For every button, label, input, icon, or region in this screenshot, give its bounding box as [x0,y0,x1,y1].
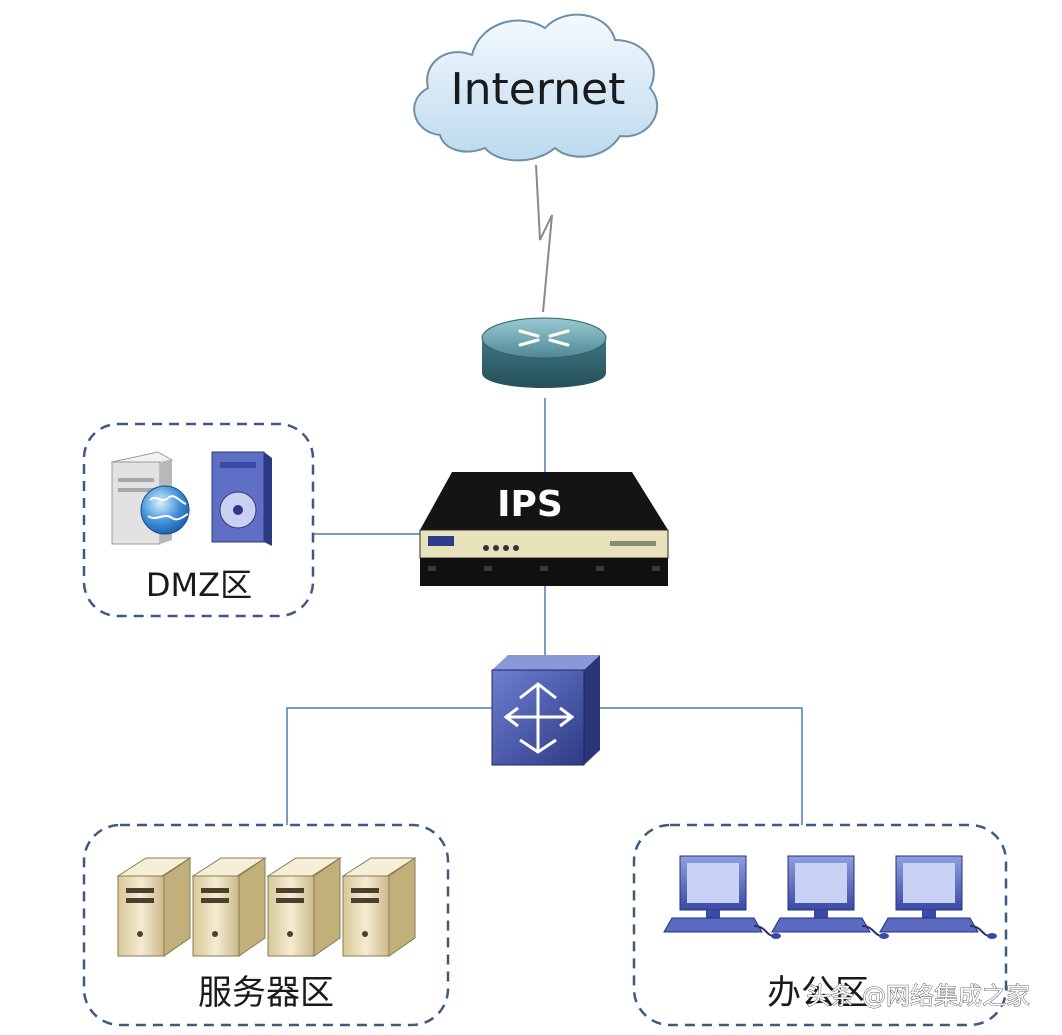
internet-cloud: Internet [413,13,659,162]
disk-server-icon [211,451,272,546]
server-icon [341,857,417,957]
office-zone-label: 办公区 [767,973,869,1013]
pc-group [663,855,997,939]
switch-icon [491,655,600,766]
lightning-link-icon [535,164,553,313]
watermark: 头条 @网络集成之家 [806,982,1030,1010]
pc-icon [663,855,781,939]
dmz-zone: DMZ区 [82,422,315,618]
office-zone: 办公区 [632,823,1008,1027]
server-icon [116,857,192,957]
server-group [116,857,417,957]
pc-icon [879,855,997,939]
link-switch-office [600,707,803,825]
link-switch-servers [286,707,495,825]
pc-icon [771,855,889,939]
server-zone-label: 服务器区 [198,973,334,1013]
server-icon [266,857,342,957]
ips-device-icon: IPS [419,472,669,586]
ips-label: IPS [497,484,563,525]
dmz-zone-label: DMZ区 [146,566,252,604]
internet-label: Internet [451,64,626,115]
connection-lines [286,398,803,825]
web-server-icon [110,451,190,545]
cloud-icon [413,13,659,162]
server-icon [191,857,267,957]
router-icon [481,317,607,388]
server-zone: 服务器区 [82,823,450,1027]
